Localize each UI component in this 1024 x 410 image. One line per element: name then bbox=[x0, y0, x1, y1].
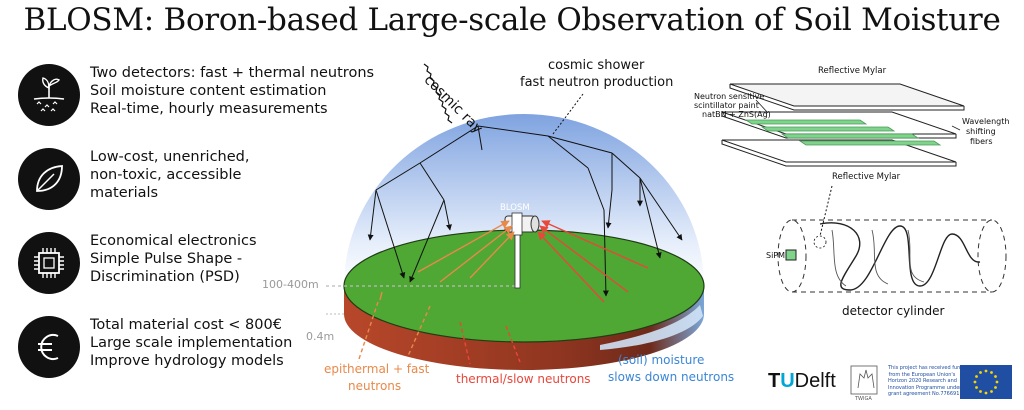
paint-label-line2: scintillator paint bbox=[694, 101, 759, 110]
feature-line: Low-cost, unenriched, bbox=[90, 149, 250, 165]
sipm-icon bbox=[785, 249, 797, 261]
feature-line: Real-time, hourly measurements bbox=[90, 101, 328, 117]
tudelft-logo: TUDelft bbox=[768, 370, 836, 393]
epithermal-label-line1: epithermal + fast bbox=[324, 362, 430, 376]
tudelft-delft: Delft bbox=[794, 370, 836, 392]
wls-label-line2: shifting bbox=[966, 127, 996, 136]
shower-label-line2: fast neutron production bbox=[520, 75, 674, 90]
feature-line: non-toxic, accessible bbox=[90, 167, 242, 183]
eu-star-icon bbox=[990, 390, 993, 393]
eu-star-icon bbox=[979, 371, 982, 374]
thermal-neutron-arrows bbox=[459, 220, 649, 365]
feature-line: Discrimination (PSD) bbox=[90, 269, 240, 285]
soil-plant-icon bbox=[18, 64, 80, 126]
twiga-logo bbox=[850, 365, 878, 395]
chip-icon bbox=[18, 232, 80, 294]
paint-label-line1: Neutron sensitive bbox=[694, 92, 765, 101]
feature-line: Total material cost < 800€ bbox=[90, 317, 282, 333]
eu-star-icon bbox=[973, 380, 977, 384]
feature-line: materials bbox=[90, 185, 159, 201]
tudelft-t: T bbox=[768, 370, 781, 392]
bottom-mylar-label: Reflective Mylar bbox=[832, 172, 901, 182]
eu-star-icon bbox=[975, 375, 978, 378]
funding-line: from the European Union's bbox=[888, 371, 956, 378]
feature-line: Improve hydrology models bbox=[90, 353, 284, 369]
funding-line: grant agreement No.776691 bbox=[888, 391, 960, 397]
feature-electronics: Economical electronics Simple Pulse Shap… bbox=[18, 232, 338, 296]
thermal-label: thermal/slow neutrons bbox=[456, 372, 591, 386]
cosmic-shower bbox=[367, 125, 683, 297]
feature-line: Simple Pulse Shape - bbox=[90, 251, 243, 267]
eu-star-icon bbox=[995, 380, 999, 384]
funding-text: This project has received funding from t… bbox=[888, 365, 972, 398]
feature-line: Soil moisture content estimation bbox=[90, 83, 327, 99]
detector-label: BLOSM bbox=[500, 203, 530, 213]
paint-label-line3: natBN + ZnS(Ag) bbox=[702, 110, 771, 119]
feature-cost: Total material cost < 800€ Large scale i… bbox=[18, 316, 338, 380]
wls-label-line1: Wavelength bbox=[962, 117, 1010, 126]
eu-star-icon bbox=[990, 371, 993, 374]
eu-star-icon bbox=[975, 386, 978, 389]
eu-star-icon bbox=[984, 369, 988, 373]
radius-label: 100-400m bbox=[262, 278, 319, 291]
wls-label-line3: fibers bbox=[970, 137, 993, 146]
feature-line: Large scale implementation bbox=[90, 335, 293, 351]
euro-icon bbox=[18, 316, 80, 378]
eu-star-icon bbox=[979, 390, 982, 393]
detector-cylinder bbox=[777, 219, 1007, 293]
moisture-label-line2: slows down neutrons bbox=[608, 370, 735, 384]
leaf-icon bbox=[18, 148, 80, 210]
feature-line: Economical electronics bbox=[90, 233, 257, 249]
shower-label-line1: cosmic shower bbox=[548, 58, 645, 73]
page-title: BLOSM: Boron-based Large-scale Observati… bbox=[23, 2, 1001, 38]
funding-line: This project has received funding bbox=[888, 365, 972, 371]
twiga-label: TWIGA bbox=[855, 396, 872, 402]
tudelft-u: U bbox=[780, 370, 795, 392]
feature-line: Two detectors: fast + thermal neutrons bbox=[90, 65, 375, 81]
cylinder-caption: detector cylinder bbox=[842, 304, 945, 318]
feature-detectors: Two detectors: fast + thermal neutrons S… bbox=[18, 64, 374, 128]
sipm-label: SiPM bbox=[766, 251, 786, 260]
eu-star-icon bbox=[984, 391, 988, 395]
soil-layer bbox=[344, 286, 704, 370]
top-mylar-label: Reflective Mylar bbox=[818, 66, 887, 76]
depth-label: 0.4m bbox=[306, 330, 335, 343]
eu-star-icon bbox=[994, 375, 997, 378]
fast-neutron-arrows bbox=[357, 220, 515, 363]
eu-star-icon bbox=[994, 386, 997, 389]
soil-moisture-water bbox=[600, 305, 703, 350]
funding-line: Horizon 2020 Research and bbox=[888, 378, 957, 384]
moisture-label-line1: (soil) moisture bbox=[618, 353, 705, 367]
funding-line: Innovation Programme under bbox=[888, 384, 962, 391]
wls-fibers bbox=[744, 119, 942, 146]
cosmic-ray-wave bbox=[423, 63, 453, 124]
feature-materials: Low-cost, unenriched, non-toxic, accessi… bbox=[18, 148, 338, 212]
epithermal-label-line2: neutrons bbox=[348, 379, 402, 393]
